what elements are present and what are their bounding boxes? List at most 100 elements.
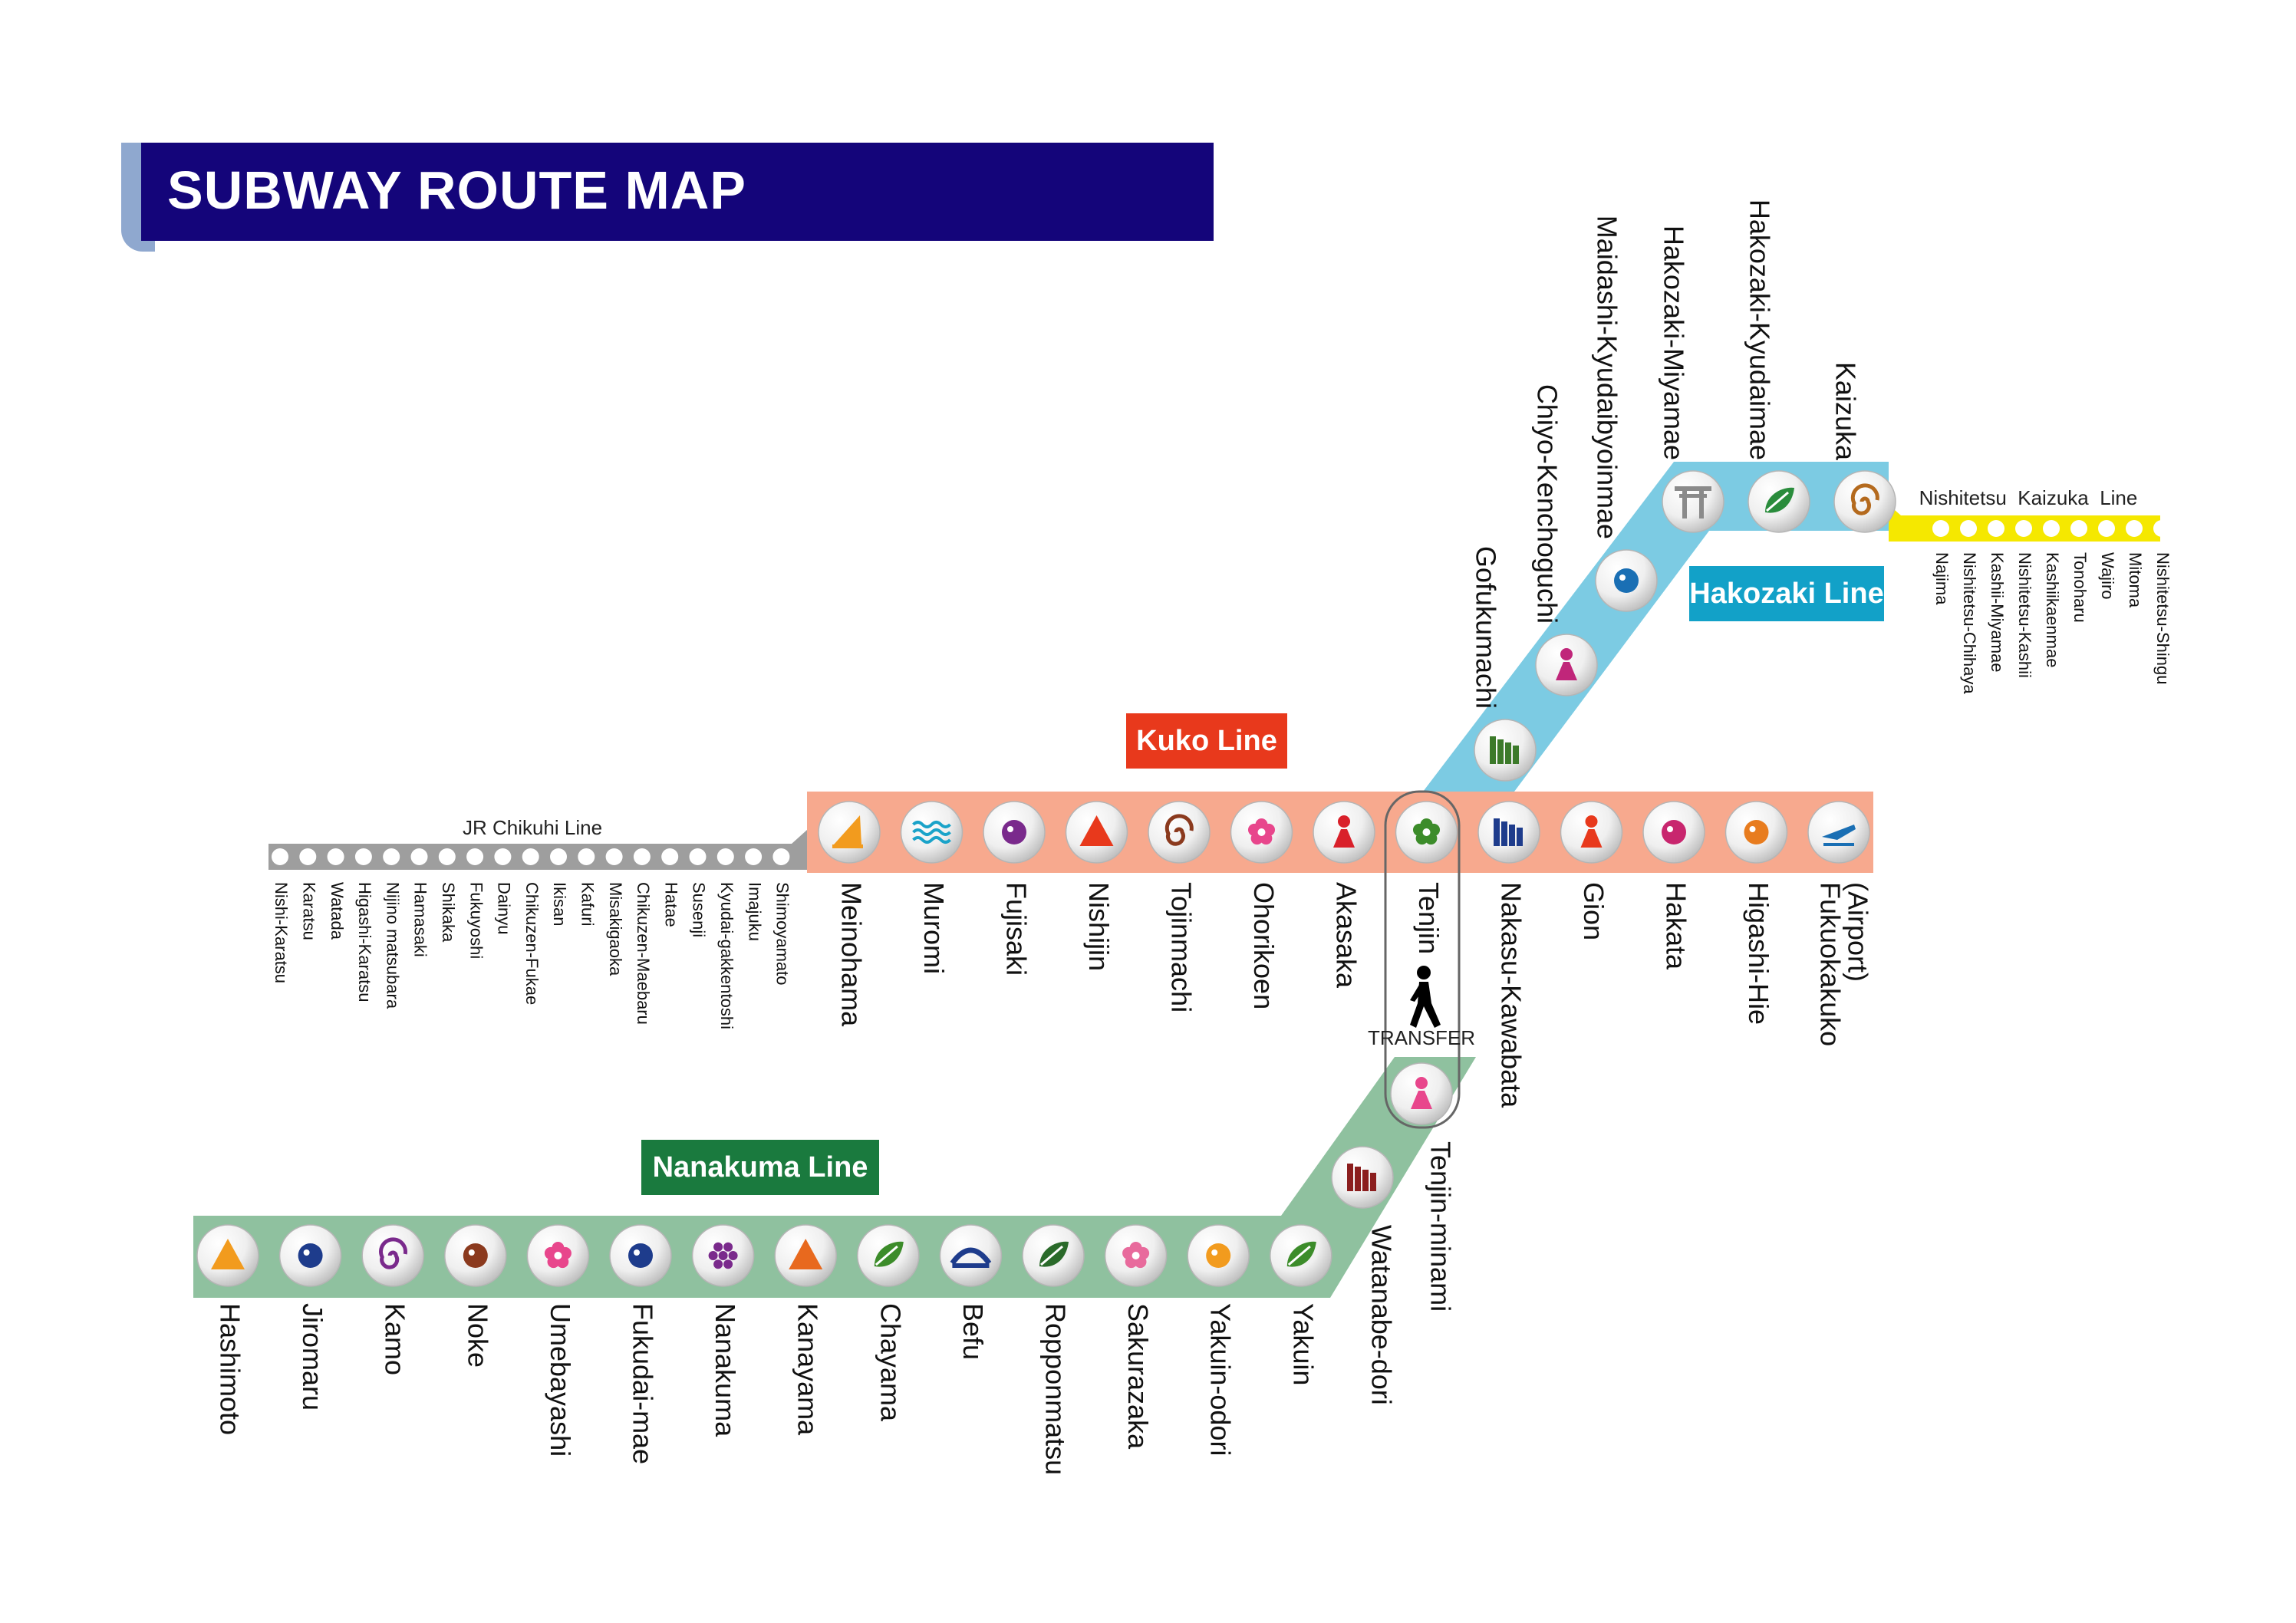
sail-icon[interactable] xyxy=(818,801,881,864)
jr-stop xyxy=(354,848,372,865)
station-label-nanakuma: Kanayama xyxy=(792,1303,824,1436)
festival-icon[interactable] xyxy=(1560,801,1623,864)
station-label-kuko: Gion xyxy=(1578,882,1609,940)
station-label-jr: Misakigaoka xyxy=(606,882,625,976)
cherry-blossom-icon[interactable] xyxy=(1230,801,1293,864)
waves-icon[interactable] xyxy=(900,801,964,864)
station-label-nanakuma: Jiromaru xyxy=(297,1303,328,1411)
station-label-jr: Shikaka xyxy=(439,882,458,943)
station-label-kuko: Akasaka xyxy=(1330,882,1362,989)
airplane-icon[interactable] xyxy=(1807,801,1870,864)
station-label-hakozaki: Kaizuka xyxy=(1830,362,1861,461)
nishitetsu-stop xyxy=(1960,520,1977,537)
nishitetsu-stop xyxy=(2043,520,2060,537)
station-label-nanakuma: Fukudai-mae xyxy=(627,1303,658,1464)
station-label-nanakuma: Sakurazaka xyxy=(1122,1303,1154,1450)
pottery-icon[interactable] xyxy=(1148,801,1211,864)
station-label-nanakuma: Tenjin-minami xyxy=(1425,1141,1456,1312)
stations xyxy=(196,470,1896,1287)
building-icon[interactable] xyxy=(1477,801,1540,864)
transfer-frame xyxy=(1384,790,1461,1129)
jr-stop xyxy=(605,848,623,865)
station-label-jr: Susenji xyxy=(690,882,709,937)
station-label-jr: Dainyu xyxy=(495,882,514,934)
station-label-nishitetsu: Nishitetsu-Chihaya xyxy=(1960,552,1979,694)
station-label-jr: Kyudai-gakkentoshi xyxy=(717,882,736,1029)
petals-icon[interactable] xyxy=(1104,1224,1168,1287)
station-label-kuko: Nishijin xyxy=(1083,882,1115,971)
station-label-jr: Chikuzen-Maebaru xyxy=(634,882,653,1025)
nishitetsu-stop xyxy=(2126,520,2143,537)
nishitetsu-stop xyxy=(2098,520,2115,537)
station-label-kuko: Muromi xyxy=(918,882,950,974)
jr-stop xyxy=(522,848,539,865)
station-label-hakozaki: Chiyo-Kenchoguchi xyxy=(1531,384,1563,624)
jr-stop xyxy=(745,848,763,865)
nishitetsu-line-label: Nishitetsu Kaizuka Line xyxy=(1919,486,2138,509)
duck-icon[interactable] xyxy=(361,1224,424,1287)
horse-icon[interactable] xyxy=(444,1224,507,1287)
jr-stop xyxy=(716,848,734,865)
ship-icon[interactable] xyxy=(1474,719,1537,782)
n-mark-icon[interactable] xyxy=(1065,801,1128,864)
clouds-icon[interactable] xyxy=(1187,1224,1250,1287)
obi-icon[interactable] xyxy=(1642,801,1705,864)
station-label-jr: Shimoyamato xyxy=(773,882,792,986)
jr-stop xyxy=(772,848,790,865)
station-label-jr: Imajuku xyxy=(745,882,764,941)
mountain-dots-icon[interactable] xyxy=(196,1224,259,1287)
nishitetsu-stop xyxy=(1932,520,1949,537)
minor-line-stops xyxy=(272,520,2170,865)
pine-bonsai-icon[interactable] xyxy=(1022,1224,1085,1287)
station-label-nanakuma: Chayama xyxy=(875,1303,906,1422)
station-label-kuko: Tojinmachi xyxy=(1165,882,1197,1012)
runner-icon[interactable] xyxy=(1313,801,1375,864)
hakata-doll-icon[interactable] xyxy=(1535,634,1598,696)
station-label-nishitetsu: Kashiikaenmae xyxy=(2043,552,2062,667)
beetle-icon[interactable] xyxy=(278,1224,342,1287)
station-label-kuko: Fujisaki xyxy=(1000,882,1032,976)
station-label-hakozaki: Gofukumachi xyxy=(1470,546,1501,709)
station-label-jr: Hamasaki xyxy=(411,882,430,957)
wisteria-icon[interactable] xyxy=(983,801,1046,864)
station-label-kuko: Fukuokakuko xyxy=(1814,882,1846,1046)
title-banner: SUBWAY ROUTE MAP xyxy=(121,143,1214,252)
hakozaki-line-label: Hakozaki Line xyxy=(1689,566,1884,621)
pine-tree-icon[interactable] xyxy=(1748,470,1810,533)
station-label-kuko: Ohorikoen xyxy=(1248,882,1280,1009)
jr-stop xyxy=(578,848,595,865)
dolls-icon[interactable] xyxy=(1390,1062,1453,1125)
station-label-nanakuma: Umebayashi xyxy=(545,1303,576,1457)
nishitetsu-stop xyxy=(2015,520,2032,537)
station-label-nanakuma: Watanabe-dori xyxy=(1365,1225,1397,1405)
station-label-kuko: (Airport) xyxy=(1842,882,1873,982)
mortar-icon[interactable] xyxy=(1270,1224,1332,1287)
station-label-jr: Hatae xyxy=(661,882,680,927)
nishitetsu-stop xyxy=(2153,520,2170,537)
station-label-jr: Karatsu xyxy=(299,882,318,940)
torii-icon[interactable] xyxy=(1662,470,1724,533)
station-label-kuko: Meinohama xyxy=(835,882,867,1027)
shell-icon[interactable] xyxy=(1833,470,1896,533)
tea-leaf-icon[interactable] xyxy=(857,1224,920,1287)
ume-blossom-icon[interactable] xyxy=(526,1224,590,1287)
tram-icon[interactable] xyxy=(1331,1146,1394,1209)
station-label-nanakuma: Nanakuma xyxy=(710,1303,741,1437)
bridge-icon[interactable] xyxy=(939,1224,1003,1287)
scissors-icon[interactable] xyxy=(1724,801,1788,864)
station-label-jr: Kafuri xyxy=(578,882,597,926)
bird-icon[interactable] xyxy=(1595,549,1658,612)
phoenix-icon[interactable] xyxy=(609,1224,672,1287)
jr-stop xyxy=(661,848,679,865)
station-label-kuko: Tenjin xyxy=(1413,882,1444,954)
seven-circles-icon[interactable] xyxy=(691,1224,755,1287)
nishitetsu-stop xyxy=(1988,520,2004,537)
jr-line-connector xyxy=(792,830,807,870)
peak-icon[interactable] xyxy=(774,1224,837,1287)
page-title: SUBWAY ROUTE MAP xyxy=(167,160,746,220)
jr-stop xyxy=(633,848,651,865)
plum-flower-icon[interactable] xyxy=(1395,801,1458,864)
jr-stop xyxy=(689,848,707,865)
kuko-line-label: Kuko Line xyxy=(1126,713,1287,769)
station-label-nishitetsu: Kashii-Miyamae xyxy=(1988,552,2007,673)
